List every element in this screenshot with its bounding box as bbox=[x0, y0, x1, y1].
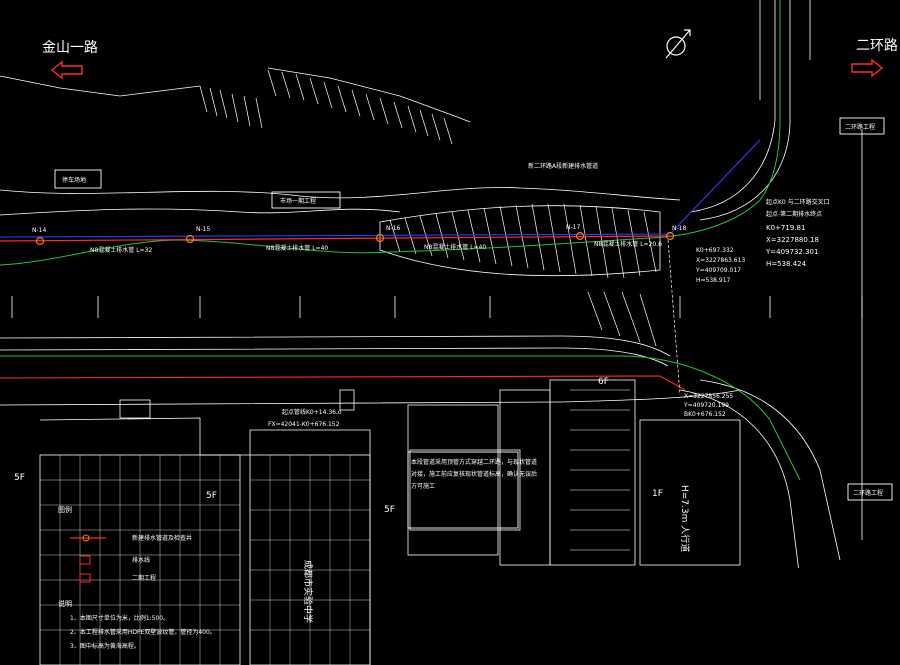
blue-line bbox=[0, 139, 761, 238]
note-box-line3: 方可施工 bbox=[411, 482, 435, 490]
top-note: 新二环路A段新建排水管道 bbox=[528, 162, 598, 170]
green-line-upper bbox=[0, 0, 781, 266]
cropped-area bbox=[520, 568, 900, 665]
note-2: 2、本工程排水管采用HDPE双壁波纹管，管径为400。 bbox=[70, 628, 216, 636]
legend-item-3: 二期工程 bbox=[132, 574, 156, 582]
coord-top-x: X=3227880.18 bbox=[766, 236, 819, 244]
road-edges bbox=[0, 0, 863, 581]
slope-hatch-upper bbox=[199, 69, 453, 145]
north-arrow-icon bbox=[665, 29, 691, 59]
coord-left-b: FX=42041-K0+676.152 bbox=[268, 421, 340, 428]
floor-b: 5F bbox=[206, 491, 217, 501]
notes-title: 说明 bbox=[58, 599, 72, 608]
note-box-line1: 本段管道采用顶管方式穿越二环路，与现状管道 bbox=[411, 458, 537, 466]
stake-n14: N-14 bbox=[32, 227, 46, 234]
coord-top-line1: 起点K0 与二环路交叉口 bbox=[766, 198, 830, 206]
vertical-dashed bbox=[667, 239, 681, 396]
school-label: 成都市实验中学 bbox=[302, 560, 314, 623]
box-right-bottom bbox=[847, 483, 893, 501]
arrow-right bbox=[851, 58, 884, 78]
box-right-top-label: 二环路工程 bbox=[845, 123, 875, 131]
road-name-left: 金山一路 bbox=[42, 40, 98, 56]
note-3: 3、图中标高为黄海高程。 bbox=[70, 642, 140, 650]
coord-low-x: X=3227856.255 bbox=[684, 393, 733, 400]
road-name-right: 二环路 bbox=[856, 38, 898, 54]
slope-top-edge bbox=[267, 67, 471, 123]
legend-item-2: 排水线 bbox=[132, 556, 150, 564]
right-road-label: H=7.3m 人行道 bbox=[679, 485, 691, 552]
green-line-lower bbox=[0, 355, 801, 481]
coord-mid-k: K0+697.332 bbox=[696, 247, 734, 254]
slope-hatch-road bbox=[389, 203, 657, 347]
coord-mid-h: H=538.917 bbox=[696, 277, 731, 284]
legend-symbols bbox=[70, 534, 106, 583]
legend-manhole-icon bbox=[82, 534, 90, 542]
pipe-label-2: N8混凝土排水管 L=40 bbox=[266, 244, 328, 252]
slope-left-edge bbox=[0, 75, 201, 97]
box-building-top bbox=[271, 191, 341, 209]
parking-strips bbox=[570, 389, 630, 551]
stake-n15: N-15 bbox=[196, 226, 210, 233]
box-right-bottom-label: 二环路工程 bbox=[853, 489, 883, 497]
pipe-label-3: N8混凝土排水管 L=40 bbox=[424, 243, 486, 251]
legend-stage-icon bbox=[79, 573, 91, 583]
building-grid-left bbox=[40, 455, 240, 665]
coord-top-k: K0+719.81 bbox=[766, 224, 805, 232]
stake-n17: N-17 bbox=[566, 224, 580, 231]
manhole-n18[interactable] bbox=[665, 231, 675, 241]
pipe-label-4: N8混凝土排水管 L=20.6 bbox=[594, 240, 662, 248]
coord-top-line2: 起点-第二期排水终点 bbox=[766, 210, 822, 218]
note-box-line2: 对接，施工前应复核现状管道标高，确认无误后 bbox=[411, 470, 537, 478]
coord-mid-x: X=3227863.613 bbox=[696, 257, 745, 264]
legend-item-1: 新建排水管道及检查井 bbox=[132, 534, 192, 542]
floor-d: 6F bbox=[598, 377, 609, 387]
station-ticks bbox=[11, 296, 863, 318]
coord-left-a: 起点管线K0+14.36.o bbox=[282, 408, 342, 416]
coord-mid-y: Y=409709.017 bbox=[695, 267, 741, 274]
coord-top-y: Y=409732.301 bbox=[765, 248, 818, 256]
stake-n16: N-16 bbox=[386, 225, 400, 232]
stake-n18: N-18 bbox=[672, 225, 686, 232]
legend-box-icon bbox=[79, 555, 91, 565]
road-hatch-outline bbox=[379, 205, 661, 277]
note-1: 1、本图尺寸单位为米，比例1:500。 bbox=[70, 614, 169, 622]
coord-top-h: H=538.424 bbox=[766, 260, 807, 268]
legend-title: 图例 bbox=[58, 505, 72, 514]
note-box-outline bbox=[407, 451, 519, 529]
box-stop-left bbox=[54, 169, 102, 189]
manhole-n15[interactable] bbox=[185, 234, 195, 244]
floor-e: 1F bbox=[652, 489, 663, 499]
pipe-label-1: N8混凝土排水管 L=32 bbox=[90, 246, 152, 254]
manhole-n17[interactable] bbox=[575, 231, 585, 241]
manholes bbox=[35, 231, 675, 246]
building-grid-right bbox=[250, 455, 370, 665]
box-right-top bbox=[839, 117, 885, 135]
coord-low-k: BK0+676.152 bbox=[684, 411, 726, 418]
arrow-left bbox=[50, 60, 83, 80]
box-stop-left-label: 停车场地 bbox=[62, 176, 86, 184]
floor-c: 5F bbox=[384, 505, 395, 515]
manhole-n16[interactable] bbox=[375, 233, 385, 243]
box-building-top-label: 市场一期工程 bbox=[280, 197, 316, 205]
coord-low-y: Y=409720.199 bbox=[683, 402, 729, 409]
red-line-lower bbox=[0, 375, 686, 391]
manhole-n14[interactable] bbox=[35, 236, 45, 246]
floor-a: 5F bbox=[14, 473, 25, 483]
red-line-upper bbox=[0, 235, 671, 242]
